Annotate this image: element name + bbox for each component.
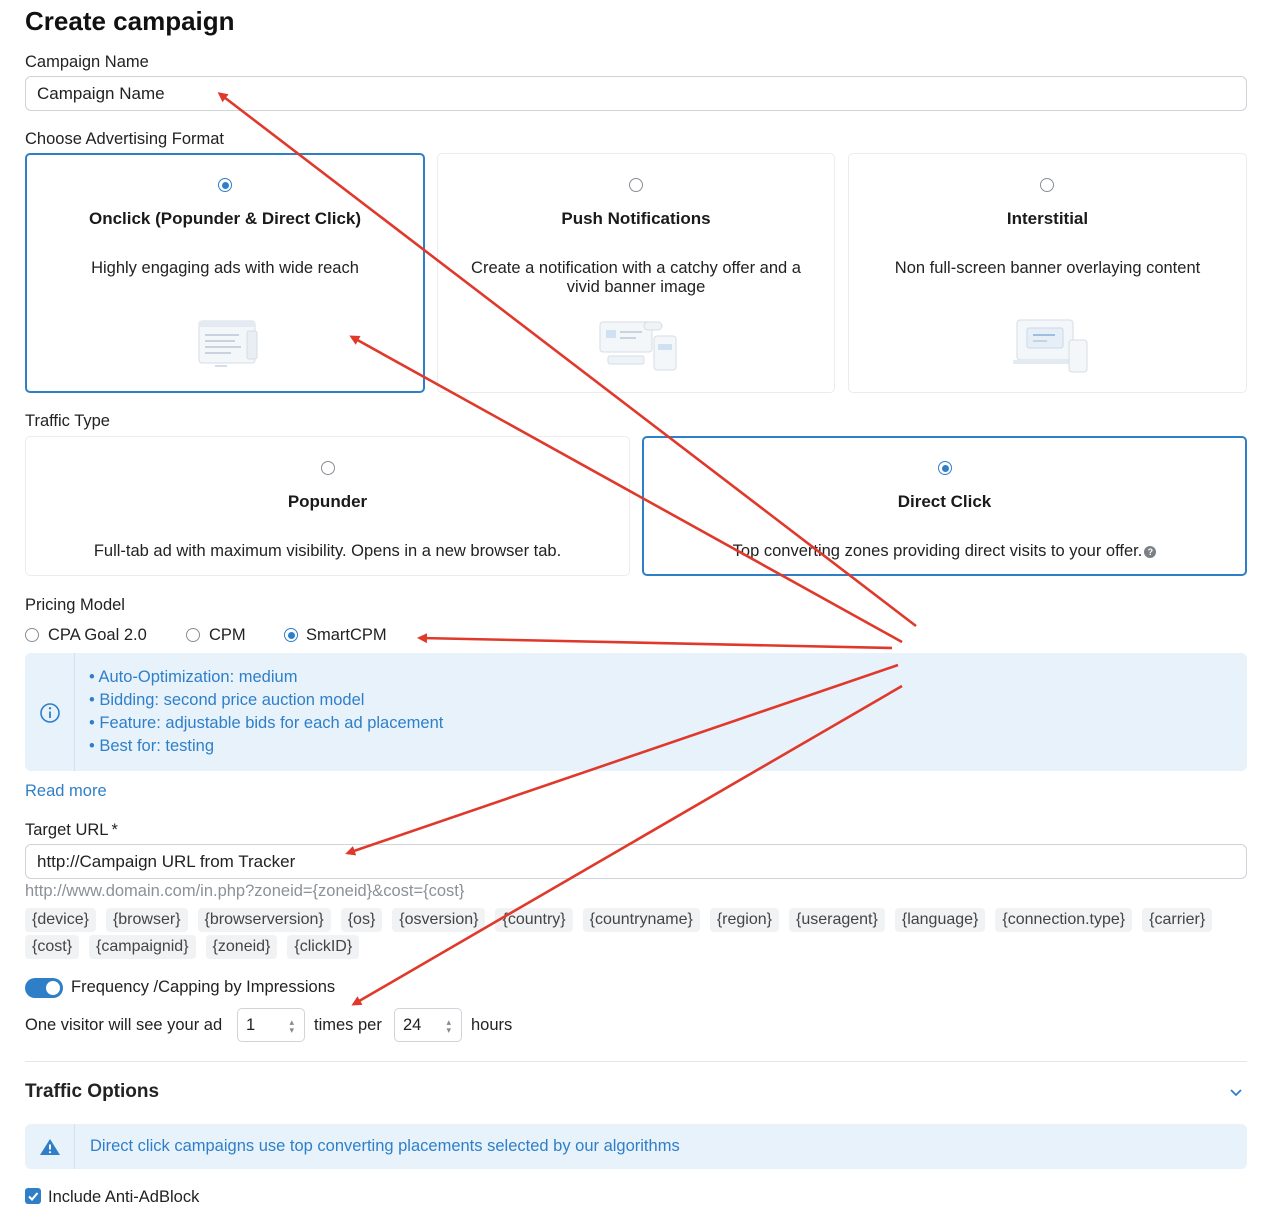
help-icon[interactable]: ?	[1144, 546, 1157, 558]
format-desc: Create a notification with a catchy offe…	[471, 259, 801, 296]
info-bullet: • Auto-Optimization: medium	[89, 668, 298, 686]
interstitial-illustration-icon	[1013, 319, 1088, 373]
frequency-prefix: One visitor will see your ad	[25, 1016, 223, 1034]
pricing-radio-cpm[interactable]	[186, 628, 200, 642]
format-card-onclick[interactable]: Onclick (Popunder & Direct Click) Highly…	[25, 153, 425, 393]
macro-tag[interactable]: {carrier}	[1142, 908, 1213, 932]
traffic-desc: Top converting zones providing direct vi…	[664, 542, 1225, 561]
macro-tag[interactable]: {countryname}	[582, 908, 700, 932]
traffic-desc: Full-tab ad with maximum visibility. Ope…	[93, 542, 562, 560]
macro-tag[interactable]: {campaignid}	[89, 935, 196, 959]
pricing-option-label[interactable]: CPA Goal 2.0	[48, 626, 147, 644]
macro-tag[interactable]: {cost}	[25, 935, 80, 959]
macro-tag[interactable]: {device}	[25, 908, 96, 932]
chevron-down-icon[interactable]	[1229, 1088, 1243, 1098]
traffic-type-label: Traffic Type	[25, 412, 110, 430]
push-illustration-icon	[599, 321, 677, 371]
target-url-example: http://www.domain.com/in.php?zoneid={zon…	[25, 882, 465, 900]
page-title: Create campaign	[25, 6, 235, 36]
macro-tag[interactable]: {osversion}	[392, 908, 486, 932]
campaign-name-label: Campaign Name	[25, 53, 149, 71]
campaign-name-input[interactable]	[25, 76, 1247, 111]
pricing-info-box: • Auto-Optimization: medium • Bidding: s…	[25, 653, 1247, 771]
info-icon	[40, 703, 60, 723]
format-card-push[interactable]: Push Notifications Create a notification…	[437, 153, 835, 393]
traffic-options-title: Traffic Options	[25, 1081, 160, 1102]
traffic-card-direct-click[interactable]: Direct Click Top converting zones provid…	[642, 436, 1247, 576]
ad-format-label: Choose Advertising Format	[25, 130, 225, 148]
format-radio-onclick[interactable]	[218, 178, 232, 192]
frequency-middle: times per	[314, 1016, 382, 1034]
onclick-illustration-icon	[198, 320, 258, 367]
format-desc: Non full-screen banner overlaying conten…	[894, 259, 1201, 277]
info-bullet: • Best for: testing	[89, 737, 215, 755]
format-radio-interstitial[interactable]	[1040, 178, 1054, 192]
info-bullet: • Bidding: second price auction model	[89, 691, 365, 709]
info-bullet: • Feature: adjustable bids for each ad p…	[89, 714, 444, 732]
traffic-title: Direct Click	[897, 492, 992, 511]
traffic-card-popunder[interactable]: Popunder Full-tab ad with maximum visibi…	[25, 436, 630, 576]
stepper-icon[interactable]: ▴▾	[289, 1017, 294, 1035]
warning-icon	[40, 1139, 60, 1155]
stepper-icon[interactable]: ▴▾	[446, 1017, 451, 1035]
macro-tag[interactable]: {useragent}	[788, 908, 885, 932]
macro-tag[interactable]: {region}	[709, 908, 779, 932]
traffic-notice-box: Direct click campaigns use top convertin…	[25, 1124, 1247, 1169]
traffic-notice-text: Direct click campaigns use top convertin…	[90, 1137, 680, 1155]
anti-adblock-label: Include Anti-AdBlock	[48, 1188, 200, 1206]
macro-tag[interactable]: {clickID}	[287, 935, 360, 959]
arrow-to-smartcpm	[417, 633, 893, 650]
target-url-input[interactable]	[25, 844, 1247, 879]
macro-tag[interactable]: {browserversion}	[197, 908, 331, 932]
macro-tag[interactable]: {language}	[894, 908, 986, 932]
frequency-suffix: hours	[471, 1016, 513, 1034]
traffic-desc-text: Top converting zones providing direct vi…	[732, 542, 1143, 560]
target-url-label: Target URL*	[25, 821, 118, 839]
format-card-interstitial[interactable]: Interstitial Non full-screen banner over…	[848, 153, 1247, 393]
times-input[interactable]: 1 ▴▾	[237, 1008, 305, 1042]
macro-tag[interactable]: {os}	[340, 908, 383, 932]
traffic-title: Popunder	[287, 492, 368, 511]
check-icon	[28, 1192, 39, 1201]
pricing-option-label[interactable]: SmartCPM	[306, 626, 387, 644]
info-box-sidebar	[25, 653, 75, 771]
format-title: Interstitial	[1006, 209, 1089, 228]
frequency-toggle[interactable]	[25, 978, 63, 998]
traffic-radio-direct-click[interactable]	[938, 461, 952, 475]
section-divider	[25, 1061, 1247, 1062]
macro-tag[interactable]: {zoneid}	[205, 935, 278, 959]
format-radio-push[interactable]	[629, 178, 643, 192]
pricing-radio-cpa-goal[interactable]	[25, 628, 39, 642]
anti-adblock-checkbox[interactable]	[25, 1188, 41, 1204]
macro-tag[interactable]: {browser}	[105, 908, 188, 932]
notice-box-sidebar	[25, 1124, 75, 1169]
macro-tag[interactable]: {connection.type}	[995, 908, 1133, 932]
format-title: Onclick (Popunder & Direct Click)	[88, 209, 362, 228]
pricing-model-label: Pricing Model	[25, 596, 125, 614]
format-title: Push Notifications	[561, 209, 711, 228]
pricing-option-label[interactable]: CPM	[209, 626, 246, 644]
hours-input[interactable]: 24 ▴▾	[394, 1008, 462, 1042]
frequency-label: Frequency /Capping by Impressions	[71, 978, 336, 996]
macro-tag[interactable]: {country}	[495, 908, 573, 932]
read-more-link[interactable]: Read more	[25, 782, 107, 800]
pricing-radio-smartcpm[interactable]	[284, 628, 298, 642]
format-desc: Highly engaging ads with wide reach	[91, 259, 359, 277]
traffic-radio-popunder[interactable]	[321, 461, 335, 475]
